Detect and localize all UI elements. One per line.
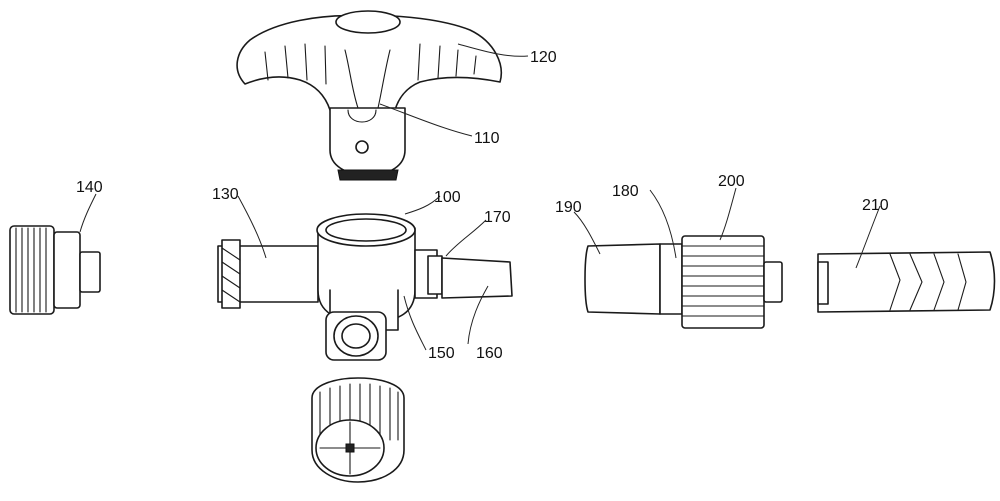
stem-part-110 xyxy=(329,107,406,181)
label-180: 180 xyxy=(612,183,639,200)
label-190: 190 xyxy=(555,199,582,216)
bottom-wheel-part xyxy=(311,377,405,483)
label-160: 160 xyxy=(476,345,503,362)
cap-part-210 xyxy=(817,251,996,313)
label-210: 210 xyxy=(862,197,889,214)
label-110: 110 xyxy=(474,130,500,147)
cap-part-140 xyxy=(9,225,101,315)
part-labels: 120 110 140 130 100 170 150 160 190 180 … xyxy=(76,49,889,362)
label-200: 200 xyxy=(718,173,745,190)
leader-lines xyxy=(79,43,881,351)
label-170: 170 xyxy=(484,209,511,226)
handle-part-120 xyxy=(236,10,502,111)
label-130: 130 xyxy=(212,186,239,203)
label-140: 140 xyxy=(76,179,103,196)
label-150: 150 xyxy=(428,345,455,362)
tee-body-part-100 xyxy=(217,213,513,361)
label-120: 120 xyxy=(530,49,557,66)
connector-part-180-190-200 xyxy=(584,235,783,329)
label-100: 100 xyxy=(434,189,461,206)
